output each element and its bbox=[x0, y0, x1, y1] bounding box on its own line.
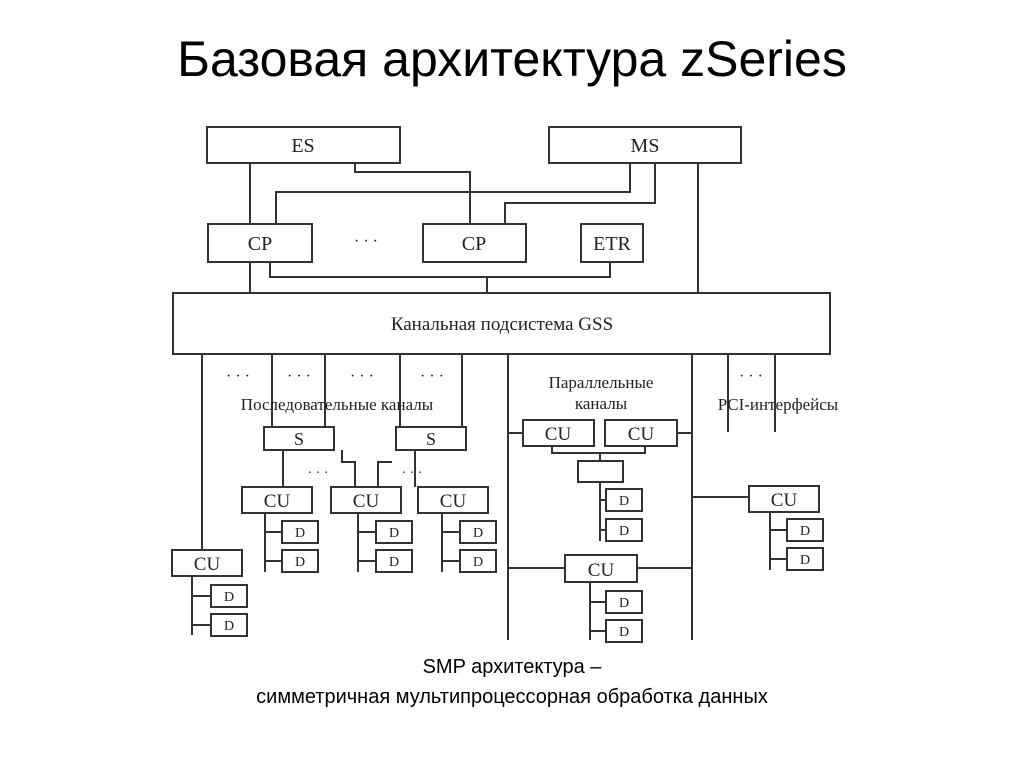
device-block: D bbox=[459, 520, 497, 544]
cp-label: CP bbox=[248, 233, 272, 255]
device-label: D bbox=[295, 526, 305, 541]
device-block: D bbox=[375, 520, 413, 544]
control-unit-serial-2: CU bbox=[330, 486, 402, 514]
device-label: D bbox=[619, 596, 629, 611]
cp-ellipsis: · · · bbox=[354, 233, 378, 250]
device-block: D bbox=[786, 518, 824, 542]
control-unit-label: CU bbox=[771, 490, 798, 511]
control-unit-serial-3: CU bbox=[417, 486, 489, 514]
device-block: D bbox=[281, 520, 319, 544]
es-block: ES bbox=[206, 126, 401, 164]
control-unit-parallel-3: CU bbox=[564, 554, 638, 583]
switch-label: S bbox=[426, 429, 436, 449]
switch-ellipsis: · · · bbox=[308, 466, 329, 481]
switch-label: S bbox=[294, 429, 304, 449]
parallel-channels-label: каналы bbox=[575, 394, 628, 413]
device-label: D bbox=[619, 625, 629, 640]
switch-block-1: S bbox=[263, 426, 335, 451]
device-label: D bbox=[619, 494, 629, 509]
device-block: D bbox=[786, 547, 824, 571]
control-unit-label: CU bbox=[628, 424, 655, 445]
control-unit-label: CU bbox=[264, 491, 291, 512]
device-block: D bbox=[375, 549, 413, 573]
switch-block-2: S bbox=[395, 426, 467, 451]
device-block: D bbox=[210, 613, 248, 637]
caption-line-1: SMP архитектура – bbox=[422, 656, 602, 678]
control-unit-label: CU bbox=[194, 554, 221, 575]
channel-ellipsis: · · · bbox=[226, 368, 250, 385]
serial-channels-label: Последовательные каналы bbox=[241, 395, 434, 414]
device-label: D bbox=[473, 555, 483, 570]
channel-ellipsis: · · · bbox=[420, 368, 444, 385]
device-block: D bbox=[605, 488, 643, 512]
ms-block: MS bbox=[548, 126, 742, 164]
device-label: D bbox=[224, 590, 234, 605]
gss-label: Канальная подсистема GSS bbox=[391, 314, 613, 335]
pci-interfaces-label: PCI-интерфейсы bbox=[718, 395, 839, 414]
channel-ellipsis: · · · bbox=[287, 368, 311, 385]
ms-label: MS bbox=[631, 135, 660, 157]
cp-label: CP bbox=[462, 233, 486, 255]
device-label: D bbox=[800, 553, 810, 568]
gss-block: Канальная подсистема GSS bbox=[172, 292, 831, 355]
control-unit-label: CU bbox=[545, 424, 572, 445]
parallel-junction-block bbox=[577, 460, 624, 483]
control-unit-pci: CU bbox=[748, 485, 820, 513]
cp-block-2: CP bbox=[422, 223, 527, 263]
control-unit-label: CU bbox=[440, 491, 467, 512]
etr-block: ETR bbox=[580, 223, 644, 263]
device-block: D bbox=[459, 549, 497, 573]
connector-lines bbox=[191, 163, 787, 640]
etr-label: ETR bbox=[593, 233, 631, 255]
control-unit-label: CU bbox=[588, 560, 615, 581]
control-unit-direct: CU bbox=[171, 549, 243, 577]
device-block: D bbox=[605, 619, 643, 643]
slide-title: Базовая архитектура zSeries bbox=[177, 31, 847, 87]
control-unit-serial-1: CU bbox=[241, 486, 313, 514]
control-unit-parallel-2: CU bbox=[604, 419, 678, 447]
caption-line-2: симметричная мультипроцессорная обработк… bbox=[256, 686, 768, 708]
pci-ellipsis: · · · bbox=[739, 368, 763, 385]
device-label: D bbox=[389, 555, 399, 570]
device-block: D bbox=[605, 590, 643, 614]
control-unit-label: CU bbox=[353, 491, 380, 512]
device-label: D bbox=[619, 524, 629, 539]
parallel-channels-label: Параллельные bbox=[549, 373, 654, 392]
device-label: D bbox=[389, 526, 399, 541]
device-block: D bbox=[210, 584, 248, 608]
slide-caption: SMP архитектура – симметричная мультипро… bbox=[0, 652, 1024, 712]
device-label: D bbox=[295, 555, 305, 570]
device-label: D bbox=[224, 619, 234, 634]
switch-ellipsis: · · · bbox=[402, 466, 423, 481]
control-unit-parallel-1: CU bbox=[522, 419, 595, 447]
cp-block-1: CP bbox=[207, 223, 313, 263]
device-block: D bbox=[605, 518, 643, 542]
es-label: ES bbox=[291, 135, 314, 157]
channel-ellipsis: · · · bbox=[350, 368, 374, 385]
device-label: D bbox=[800, 524, 810, 539]
device-label: D bbox=[473, 526, 483, 541]
device-block: D bbox=[281, 549, 319, 573]
